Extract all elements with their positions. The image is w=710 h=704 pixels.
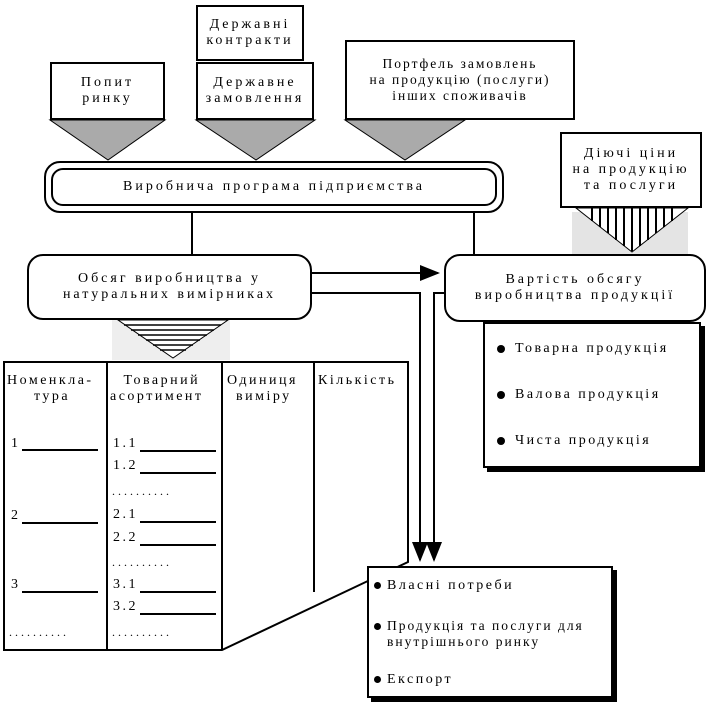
volume-natural-box: Обсяг виробництва у натуральних вимірник… bbox=[27, 254, 312, 320]
col-header-nomenclature-line2: тура bbox=[34, 389, 71, 404]
col-header-unit-line1: Одиниця bbox=[227, 373, 298, 388]
order-portfolio-line2: на продукцію (послуги) bbox=[369, 72, 551, 87]
product-label-net: Чиста продукція bbox=[515, 433, 652, 448]
col-header-unit: Одиниця виміру bbox=[227, 373, 298, 405]
order-portfolio-line1: Портфель замовлень bbox=[382, 56, 538, 71]
use-item-export: Експорт bbox=[374, 672, 453, 688]
use-item-domestic: Продукція та послуги для внутрішнього ри… bbox=[374, 618, 609, 650]
assortment-item-3-1: 3.1 bbox=[113, 577, 138, 592]
bullet-icon bbox=[374, 676, 381, 684]
product-item-gross: Валова продукція bbox=[497, 387, 661, 403]
volume-value-box: Вартість обсягу виробництва продукції bbox=[444, 254, 706, 322]
bullet-icon bbox=[374, 582, 381, 590]
col-header-quantity-line1: Кількість bbox=[318, 373, 397, 388]
use-label-own-needs: Власні потреби bbox=[387, 578, 515, 593]
assortment-dots-1: .......... bbox=[112, 484, 172, 498]
volume-value-line1: Вартість обсягу bbox=[505, 272, 645, 287]
market-demand-line2: ринку bbox=[82, 91, 133, 106]
state-order-line2: замовлення bbox=[205, 91, 305, 106]
product-item-commodity: Товарна продукція bbox=[497, 341, 669, 357]
nomenclature-table bbox=[3, 361, 409, 651]
assortment-dots-3: .......... bbox=[112, 625, 172, 639]
prices-line1: Діючі ціни bbox=[583, 146, 679, 161]
product-label-commodity: Товарна продукція bbox=[515, 341, 669, 356]
volume-natural-line2: натуральних вимірниках bbox=[62, 287, 277, 302]
nomenclature-dots: .......... bbox=[9, 625, 69, 639]
col-header-assortment: Товарний асортимент bbox=[110, 373, 204, 405]
col-header-quantity: Кількість bbox=[318, 373, 397, 389]
production-program-label: Виробнича програма підприємства bbox=[123, 179, 425, 194]
state-contracts-box: Державні контракти bbox=[196, 5, 304, 61]
use-label-domestic: Продукція та послуги для внутрішнього ри… bbox=[387, 618, 584, 649]
uses-box bbox=[367, 566, 613, 698]
products-box bbox=[483, 322, 701, 468]
use-label-export: Експорт bbox=[387, 672, 454, 687]
order-portfolio-line3: інших споживачів bbox=[392, 88, 528, 103]
col-header-assortment-line1: Товарний bbox=[123, 373, 201, 388]
order-portfolio-box: Портфель замовлень на продукцію (послуги… bbox=[345, 40, 575, 120]
assortment-item-1-2: 1.2 bbox=[113, 458, 138, 473]
volume-natural-line1: Обсяг виробництва у bbox=[77, 271, 262, 286]
nomenclature-item-3: 3 bbox=[11, 577, 21, 592]
triangle-state-order bbox=[194, 119, 317, 161]
state-order-box: Державне замовлення bbox=[196, 62, 314, 120]
assortment-dots-2: .......... bbox=[112, 555, 172, 569]
triangle-volume bbox=[112, 318, 230, 360]
state-contracts-line2: контракти bbox=[206, 33, 294, 48]
use-item-own-needs: Власні потреби bbox=[374, 578, 514, 594]
assortment-item-2-2: 2.2 bbox=[113, 530, 138, 545]
market-demand-box: Попит ринку bbox=[50, 62, 165, 120]
prices-box: Діючі ціни на продукцію та послуги bbox=[560, 132, 702, 208]
prices-line3: та послуги bbox=[583, 178, 679, 193]
col-header-unit-line2: виміру bbox=[236, 389, 292, 404]
assortment-item-3-2: 3.2 bbox=[113, 599, 138, 614]
product-item-net: Чиста продукція bbox=[497, 433, 651, 449]
production-program-box: Виробнича програма підприємства bbox=[44, 161, 504, 213]
col-header-nomenclature: Номенкла- тура bbox=[7, 373, 94, 405]
assortment-item-1-1: 1.1 bbox=[113, 436, 138, 451]
bullet-icon bbox=[374, 623, 381, 630]
bullet-icon bbox=[497, 344, 505, 353]
nomenclature-item-2: 2 bbox=[11, 508, 21, 523]
col-header-nomenclature-line1: Номенкла- bbox=[7, 373, 94, 388]
triangle-prices bbox=[572, 207, 690, 254]
prices-line2: на продукцію bbox=[572, 162, 690, 177]
triangle-portfolio bbox=[343, 119, 467, 161]
assortment-item-2-1: 2.1 bbox=[113, 507, 138, 522]
bullet-icon bbox=[497, 390, 505, 399]
nomenclature-item-1: 1 bbox=[11, 436, 21, 451]
volume-value-line2: виробництва продукції bbox=[474, 288, 676, 303]
market-demand-line1: Попит bbox=[80, 75, 135, 90]
bullet-icon bbox=[497, 436, 505, 445]
state-contracts-line1: Державні bbox=[209, 17, 291, 32]
triangle-demand bbox=[48, 119, 167, 161]
product-label-gross: Валова продукція bbox=[515, 387, 661, 402]
state-order-line1: Державне bbox=[213, 75, 297, 90]
col-header-assortment-line2: асортимент bbox=[110, 389, 204, 404]
